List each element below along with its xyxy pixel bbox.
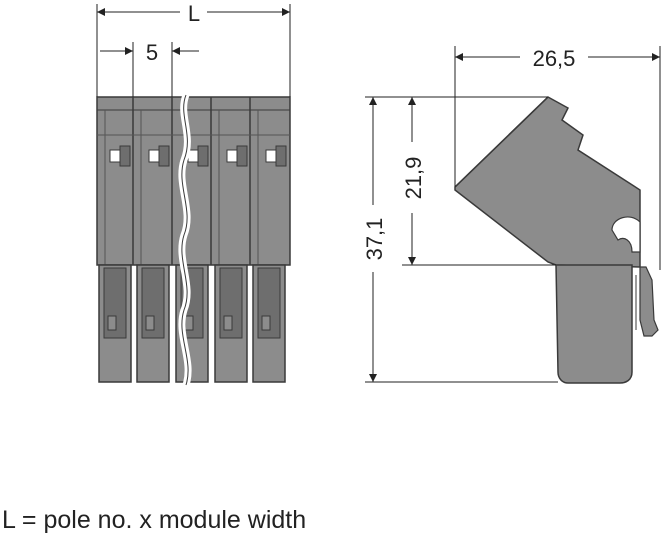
width-label: 26,5 (533, 46, 576, 71)
side-view (454, 96, 659, 384)
length-label: L (188, 1, 200, 26)
release-lever (611, 216, 641, 253)
dimension-total-height (365, 96, 558, 383)
pole-separators (132, 97, 251, 265)
dimension-width (454, 46, 661, 270)
housing-upper (96, 96, 291, 266)
dimension-l (96, 4, 291, 97)
side-body (454, 96, 641, 268)
dimension-pitch (100, 42, 199, 97)
dimension-upper-height (402, 96, 556, 266)
caption: L = pole no. x module width (2, 506, 307, 534)
side-latch (639, 266, 659, 337)
side-pin-housing (555, 264, 633, 384)
front-view (96, 93, 291, 387)
pitch-label: 5 (146, 40, 158, 65)
total-height-label: 37,1 (362, 218, 387, 261)
upper-height-label: 21,9 (401, 157, 426, 200)
